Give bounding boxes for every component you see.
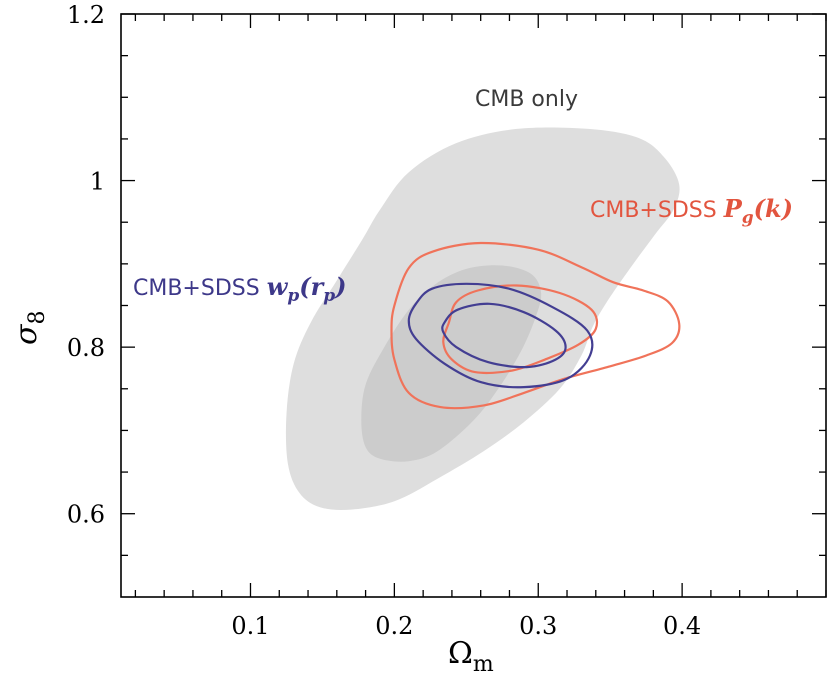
x-tick-label: 0.4 <box>663 612 701 640</box>
x-tick-label: 0.3 <box>519 612 557 640</box>
x-axis-label: Ωm <box>448 636 494 676</box>
contour-wprp-outer <box>407 282 594 389</box>
axis-ticks <box>121 13 827 597</box>
contour-wprp-inner <box>441 302 567 369</box>
y-tick-label: 0.6 <box>67 501 105 529</box>
contour-pgk-outer <box>390 241 681 410</box>
label-cmb-sdss-wprp: CMB+SDSS wp(rp) <box>133 272 347 306</box>
tick-labels: 0.1 0.2 0.3 0.4 0.6 0.8 1 1.2 <box>67 1 701 640</box>
y-tick-label: 1.2 <box>67 1 105 29</box>
x-tick-label: 0.2 <box>375 612 413 640</box>
y-tick-label: 1 <box>90 168 105 196</box>
label-cmb-only: CMB only <box>475 87 578 112</box>
y-tick-label: 0.8 <box>67 334 105 362</box>
contour-pgk-inner <box>442 284 599 375</box>
y-axis-label: σ8 <box>9 311 50 345</box>
contour-layer <box>285 127 681 510</box>
label-cmb-sdss-pgk: CMB+SDSS Pg(k) <box>590 194 793 228</box>
contour-cmb-inner <box>361 265 542 462</box>
x-tick-label: 0.1 <box>231 612 269 640</box>
